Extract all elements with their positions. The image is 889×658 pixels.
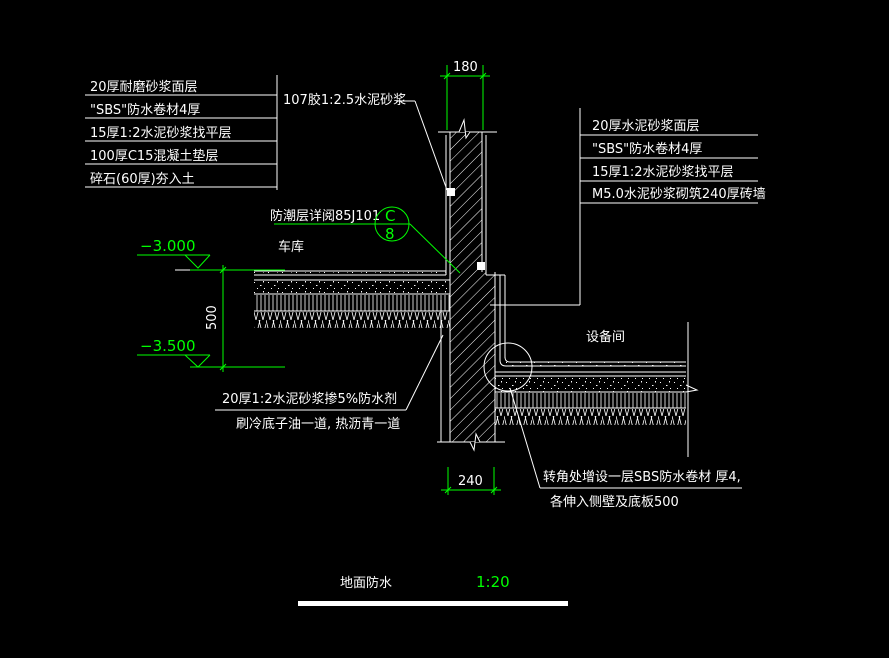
- equipment-floor: [483, 320, 699, 457]
- drawing-title: 地面防水 1:20: [298, 573, 568, 606]
- dimension-top-value: 180: [453, 60, 478, 75]
- left-layer-2: "SBS"防水卷材4厚: [90, 102, 200, 118]
- room-label-equipment: 设备间: [586, 329, 625, 345]
- left-layer-4: 100厚C15混凝土垫层: [90, 148, 218, 164]
- corner-note: 转角处增设一层SBS防水卷材 厚4, 各伸入侧壁及底板500: [509, 387, 742, 510]
- damp-proof-text: 防潮层详阅85J101: [270, 208, 380, 224]
- dimension-top: 180: [440, 60, 490, 130]
- wall-lower: [437, 265, 506, 452]
- left-layer-3: 15厚1:2水泥砂浆找平层: [90, 126, 231, 141]
- title-underline: [298, 601, 568, 606]
- mortar-note-text: 107胶1:2.5水泥砂浆: [283, 92, 406, 108]
- room-label-garage: 车库: [278, 239, 304, 255]
- corner-note-line1: 转角处增设一层SBS防水卷材 厚4,: [543, 469, 741, 485]
- damp-proof-callout: 防潮层详阅85J101 C 8: [270, 206, 461, 274]
- detail-reference-bubble: [374, 206, 410, 242]
- detail-ref-top: C: [385, 207, 395, 225]
- waterproof-note: 20厚1:2水泥砂浆掺5%防水剂 刷冷底子油一道, 热沥青一道: [215, 334, 444, 432]
- right-layer-3: 15厚1:2水泥砂浆找平层: [592, 165, 733, 180]
- right-layer-legend: 20厚水泥砂浆面层 "SBS"防水卷材4厚 15厚1:2水泥砂浆找平层 M5.0…: [490, 108, 766, 306]
- right-layer-4: M5.0水泥砂浆砌筑240厚砖墙: [592, 186, 766, 202]
- right-layer-1: 20厚水泥砂浆面层: [592, 119, 700, 134]
- title-scale: 1:20: [476, 573, 510, 591]
- waterproof-note-line2: 刷冷底子油一道, 热沥青一道: [236, 416, 400, 432]
- title-text: 地面防水: [340, 575, 392, 591]
- left-layer-1: 20厚耐磨砂浆面层: [90, 80, 198, 95]
- left-layer-5: 碎石(60厚)夯入土: [90, 172, 195, 187]
- elevation-lower: −3.500: [140, 337, 196, 355]
- wall-upper: [438, 118, 497, 272]
- corner-detail-circle: [483, 342, 533, 392]
- height-dimension-value: 500: [205, 305, 220, 330]
- dimension-bottom: 240: [441, 467, 501, 495]
- corner-note-line2: 各伸入侧壁及底板500: [550, 494, 679, 510]
- mortar-note: 107胶1:2.5水泥砂浆: [283, 92, 448, 191]
- elevation-marks: −3.000 −3.500 500: [137, 237, 285, 372]
- left-layer-legend: 20厚耐磨砂浆面层 "SBS"防水卷材4厚 15厚1:2水泥砂浆找平层 100厚…: [85, 75, 278, 190]
- elevation-upper: −3.000: [140, 237, 196, 255]
- dimension-bottom-value: 240: [458, 474, 483, 489]
- garage-floor: [254, 268, 450, 328]
- right-layer-2: "SBS"防水卷材4厚: [592, 141, 702, 157]
- detail-ref-bottom: 8: [385, 225, 395, 243]
- waterproof-note-line1: 20厚1:2水泥砂浆掺5%防水剂: [222, 391, 397, 407]
